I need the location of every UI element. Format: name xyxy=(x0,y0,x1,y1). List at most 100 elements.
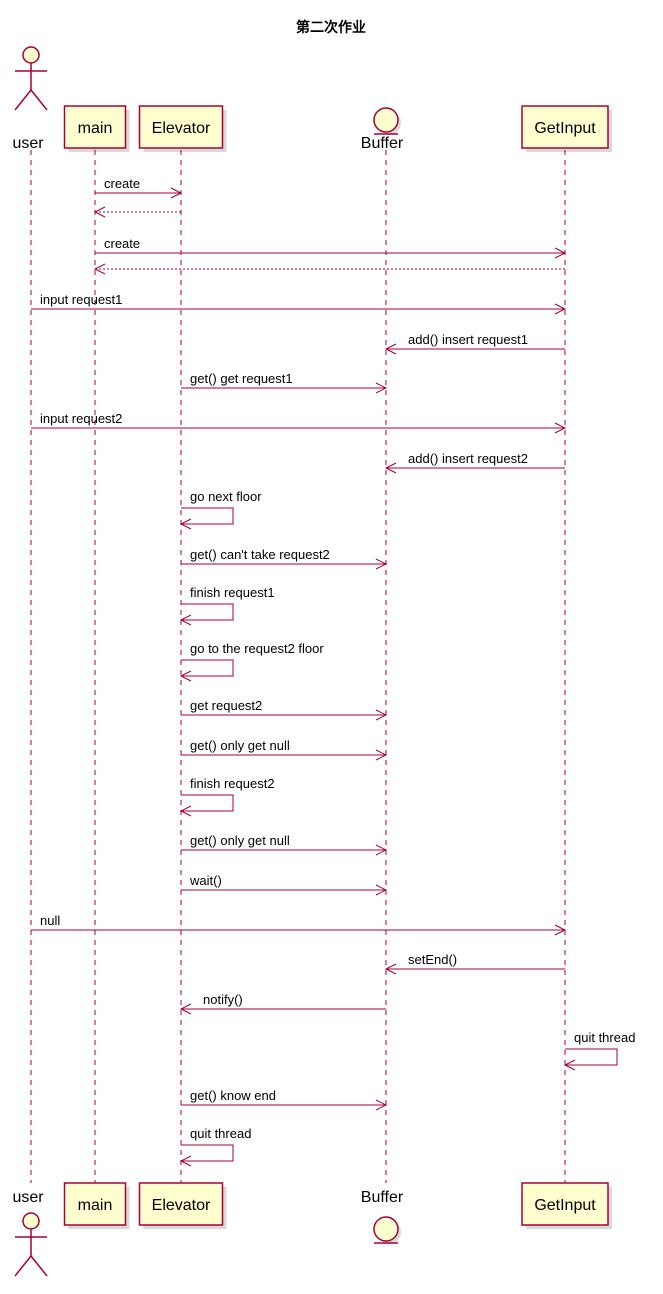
message-1: create xyxy=(95,176,183,199)
message-17: get() only get null xyxy=(181,833,388,856)
participant-label: main xyxy=(78,1197,113,1214)
arrowhead-icon xyxy=(375,1099,388,1111)
participant-getinput-top[interactable]: GetInput xyxy=(521,105,612,152)
participant-label: GetInput xyxy=(534,120,596,137)
message-label: notify() xyxy=(203,992,243,1007)
message-label: get() can't take request2 xyxy=(190,547,330,562)
message-22: quit thread xyxy=(563,1030,635,1071)
message-5: input request1 xyxy=(31,292,567,315)
message-12: finish request1 xyxy=(179,585,275,626)
message-label: get() only get null xyxy=(190,738,290,753)
participant-label: main xyxy=(78,120,113,137)
message-23: get() know end xyxy=(181,1088,388,1111)
message-label: get request2 xyxy=(190,698,262,713)
message-label: add() insert request2 xyxy=(408,451,528,466)
arrowhead-icon xyxy=(554,924,567,936)
self-message-arrow xyxy=(181,507,234,525)
message-label: finish request1 xyxy=(190,585,275,600)
arrowhead-icon xyxy=(384,343,397,355)
participant-label: Elevator xyxy=(152,120,211,137)
message-label: add() insert request1 xyxy=(408,332,528,347)
participant-label: Buffer xyxy=(361,1189,404,1206)
self-message-arrow xyxy=(181,659,234,677)
message-13: go to the request2 floor xyxy=(179,641,324,682)
participant-main-bottom[interactable]: main xyxy=(63,1182,130,1229)
participant-label: Buffer xyxy=(361,135,404,152)
participant-main-top[interactable]: main xyxy=(63,105,130,152)
message-label: get() get request1 xyxy=(190,371,293,386)
message-label: wait() xyxy=(189,873,222,888)
arrowhead-icon xyxy=(375,884,388,896)
arrowhead-icon xyxy=(179,1003,192,1015)
arrowhead-icon xyxy=(375,709,388,721)
self-message-arrow xyxy=(181,1144,234,1162)
message-16: finish request2 xyxy=(179,776,275,817)
arrowhead-icon xyxy=(375,844,388,856)
message-label: create xyxy=(104,236,140,251)
self-message-arrow xyxy=(181,794,234,812)
arrowhead-icon xyxy=(179,518,192,530)
participant-user-top[interactable]: user xyxy=(12,46,48,152)
participant-label: GetInput xyxy=(534,1197,596,1214)
message-9: add() insert request2 xyxy=(384,451,565,474)
entity-icon xyxy=(373,107,401,135)
arrowhead-icon xyxy=(179,805,192,817)
diagram-title: 第二次作业 xyxy=(296,19,366,35)
participant-label: user xyxy=(12,1189,44,1206)
arrowhead-icon xyxy=(384,462,397,474)
message-3: create xyxy=(95,236,567,259)
participant-label: Elevator xyxy=(152,1197,211,1214)
message-8: input request2 xyxy=(31,411,567,434)
participant-elevator-top[interactable]: Elevator xyxy=(138,105,227,152)
participant-box xyxy=(521,105,609,149)
arrowhead-icon xyxy=(554,422,567,434)
message-label: get() only get null xyxy=(190,833,290,848)
arrowhead-icon xyxy=(179,670,192,682)
participant-buffer-top[interactable]: Buffer xyxy=(361,107,404,152)
message-label: get() know end xyxy=(190,1088,276,1103)
message-7: get() get request1 xyxy=(181,371,388,394)
participant-buffer-bottom[interactable]: Buffer xyxy=(361,1189,404,1244)
message-label: finish request2 xyxy=(190,776,275,791)
arrowhead-icon xyxy=(554,303,567,315)
message-label: setEnd() xyxy=(408,952,457,967)
participant-box xyxy=(63,105,127,149)
participant-getinput-bottom[interactable]: GetInput xyxy=(521,1182,612,1229)
self-message-arrow xyxy=(565,1048,618,1066)
message-2 xyxy=(93,206,181,218)
participant-box xyxy=(138,1182,224,1226)
message-24: quit thread xyxy=(179,1126,251,1167)
message-11: get() can't take request2 xyxy=(181,547,388,570)
message-label: create xyxy=(104,176,140,191)
message-6: add() insert request1 xyxy=(384,332,565,355)
message-label: input request2 xyxy=(40,411,122,426)
message-label: go to the request2 floor xyxy=(190,641,324,656)
arrowhead-icon xyxy=(93,206,106,218)
actor-icon xyxy=(14,46,48,111)
self-message-arrow xyxy=(181,603,234,621)
participant-box xyxy=(63,1182,127,1226)
participant-box xyxy=(138,105,224,149)
message-label: quit thread xyxy=(574,1030,635,1045)
arrowhead-icon xyxy=(179,614,192,626)
message-18: wait() xyxy=(181,873,388,896)
arrowhead-icon xyxy=(93,263,106,275)
arrowhead-icon xyxy=(375,382,388,394)
message-20: setEnd() xyxy=(384,952,565,975)
participant-user-bottom[interactable]: user xyxy=(12,1189,48,1277)
arrowhead-icon xyxy=(554,247,567,259)
arrowhead-icon xyxy=(384,963,397,975)
message-14: get request2 xyxy=(181,698,388,721)
message-10: go next floor xyxy=(179,489,262,530)
message-4 xyxy=(93,263,565,275)
entity-icon xyxy=(373,1216,401,1244)
arrowhead-icon xyxy=(170,187,183,199)
participant-label: user xyxy=(12,135,44,152)
message-19: null xyxy=(31,913,567,936)
arrowhead-icon xyxy=(375,749,388,761)
actor-icon xyxy=(14,1212,48,1277)
arrowhead-icon xyxy=(179,1155,192,1167)
participant-elevator-bottom[interactable]: Elevator xyxy=(138,1182,227,1229)
message-label: input request1 xyxy=(40,292,122,307)
